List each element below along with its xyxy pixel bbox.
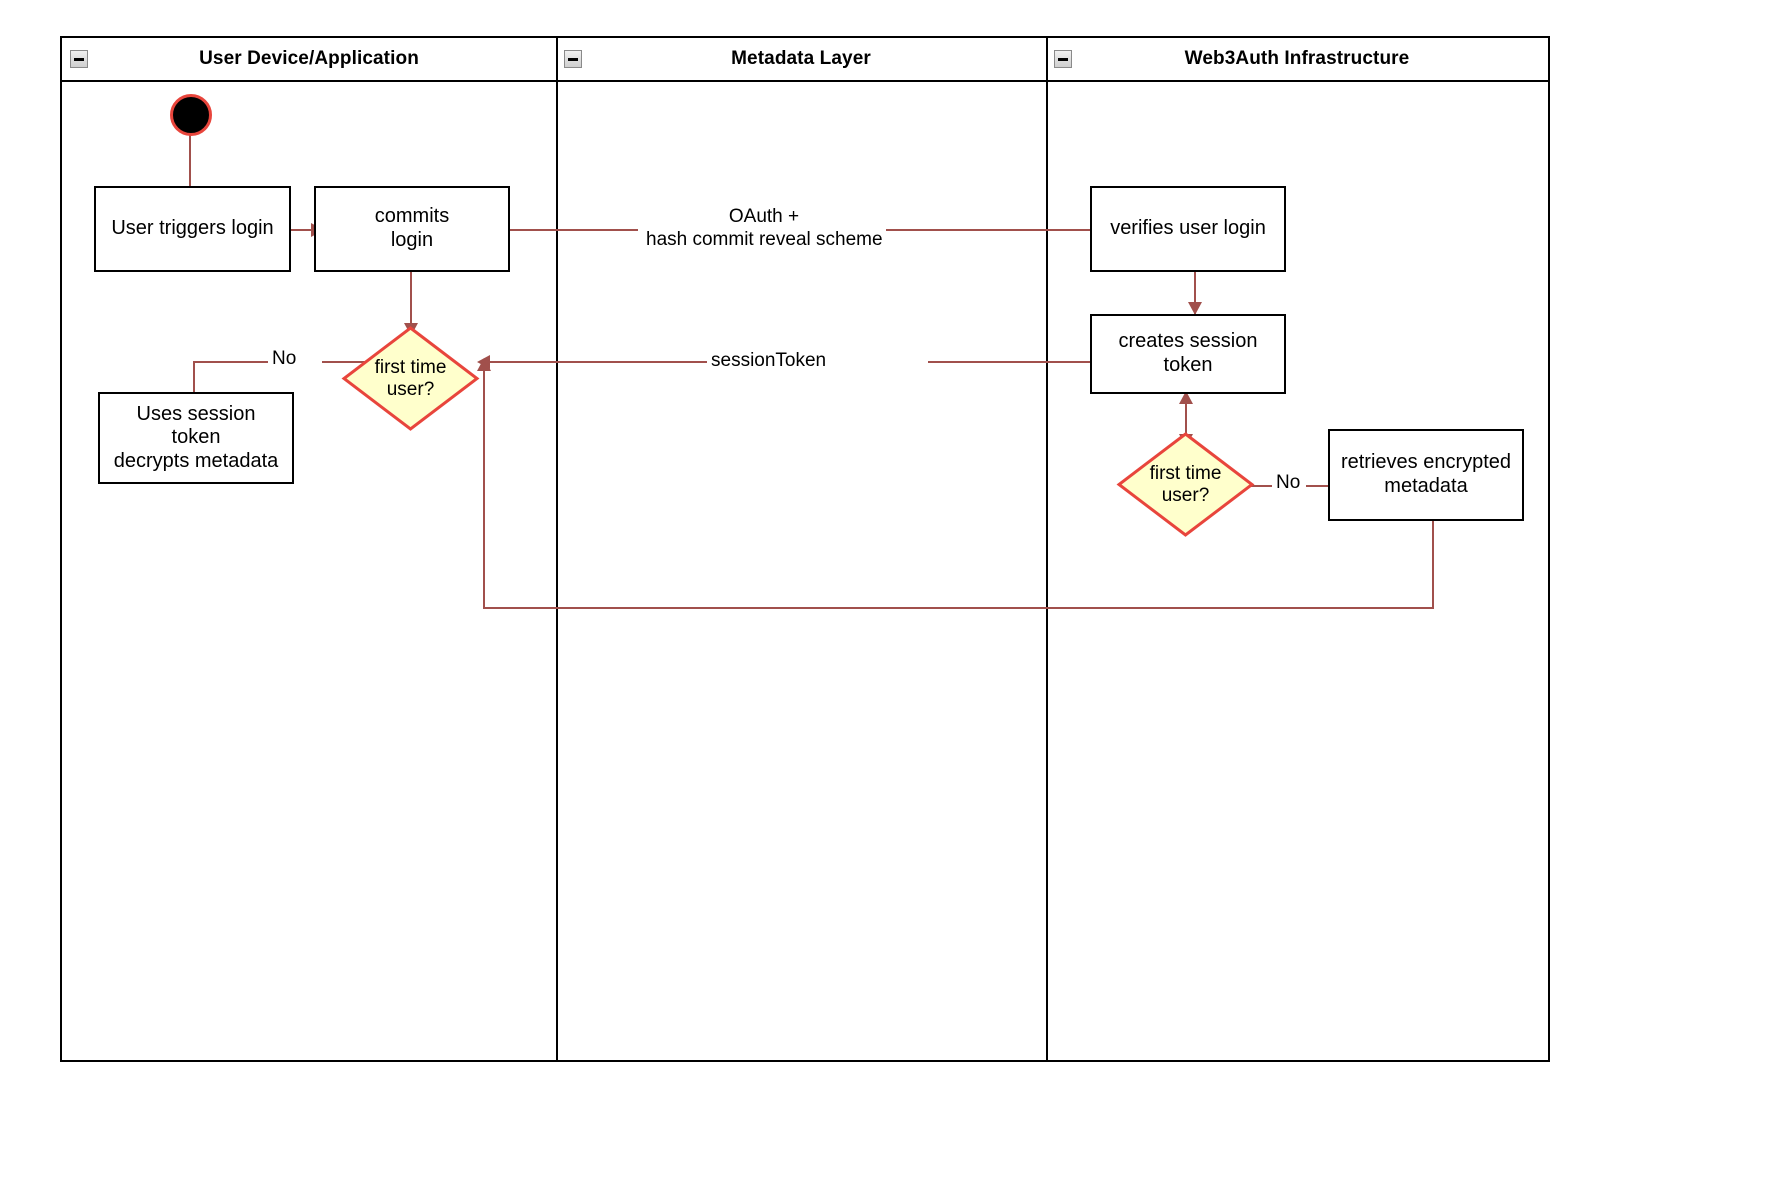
edge-commits-to-verifies-right-seg [878,229,1090,231]
decision-first-time-user-left[interactable]: first time user? [341,326,480,431]
collapse-minus-icon[interactable] [1054,50,1072,68]
lane-divider-1 [556,38,558,1060]
activity-label-line1: commits [374,205,450,228]
collapse-minus-icon[interactable] [70,50,88,68]
activity-label-line2: metadata [1384,475,1468,497]
edge-label-no-right: No [1272,472,1305,495]
arrowhead-return-to-decision-left [477,358,491,371]
edge-creates-to-decision-right [1185,393,1187,447]
edge-return-horizontal [483,607,1434,609]
activity-label-line2: login [390,229,434,251]
lane-title-web3auth: Web3Auth Infrastructure [1184,48,1410,69]
lane-header-web3auth[interactable]: Web3Auth Infrastructure [1046,38,1548,82]
activity-verifies-user-login[interactable]: verifies user login [1090,186,1286,272]
swimlane-pool: User Device/Application Metadata Layer W… [60,36,1550,1062]
activity-creates-session-token[interactable]: creates session token [1090,314,1286,394]
activity-label-line3: decrypts metadata [113,449,279,472]
lane-title-metadata-layer: Metadata Layer [731,48,871,69]
lane-header-user-device[interactable]: User Device/Application [62,38,556,82]
activity-label-line1: creates session [1118,330,1258,353]
lane-header-metadata-layer[interactable]: Metadata Layer [556,38,1046,82]
edge-label-no-left: No [268,348,301,371]
initial-node[interactable] [170,94,212,136]
activity-label: verifies user login [1110,217,1266,240]
edge-label-oauth-line2: hash commit reveal scheme [646,228,883,250]
arrowhead-to-creates-session-token [1188,302,1202,315]
collapse-minus-icon[interactable] [564,50,582,68]
edge-return-vertical-right [1432,521,1434,609]
edge-decision-left-no-horizontal [193,361,268,363]
edge-user-triggers-to-commits [291,229,313,231]
edge-decision-right-no-seg2 [1306,485,1328,487]
decision-first-time-user-right[interactable]: first time user? [1116,432,1255,537]
edge-sessiontoken-left-seg [483,361,737,363]
activity-commits-login[interactable]: commits login [314,186,510,272]
edge-label-oauth: OAuth + hash commit reveal scheme [642,206,886,252]
lane-title-user-device: User Device/Application [199,48,419,69]
activity-label-line1: retrieves encrypted [1340,451,1512,474]
edge-sessiontoken-right-seg [928,361,1090,363]
activity-label-line2: token [1163,354,1213,376]
activity-label-line1: Uses session [136,402,256,425]
lane-divider-2 [1046,38,1048,1060]
edge-commits-to-verifies-left-seg [510,229,638,231]
activity-label: User triggers login [111,217,274,240]
activity-user-triggers-login[interactable]: User triggers login [94,186,291,272]
edge-label-oauth-line1: OAuth + [728,206,800,227]
activity-retrieves-encrypted-metadata[interactable]: retrieves encrypted metadata [1328,429,1524,521]
edge-label-session-token: sessionToken [707,350,831,373]
edge-decision-right-no-seg1 [1246,485,1272,487]
edge-decision-left-no-horizontal-2 [322,361,382,363]
arrowhead-up-to-creates-session-token [1179,391,1193,404]
edge-commits-to-decision-left [410,271,412,328]
activity-uses-session-token[interactable]: Uses session token decrypts metadata [98,392,294,484]
edge-decision-left-no-vertical [193,361,195,392]
edge-verifies-to-creates [1194,271,1196,315]
edge-return-vertical-left [483,364,485,607]
activity-label-line2: token [171,426,221,449]
edge-start-to-user-triggers-login [189,130,191,186]
